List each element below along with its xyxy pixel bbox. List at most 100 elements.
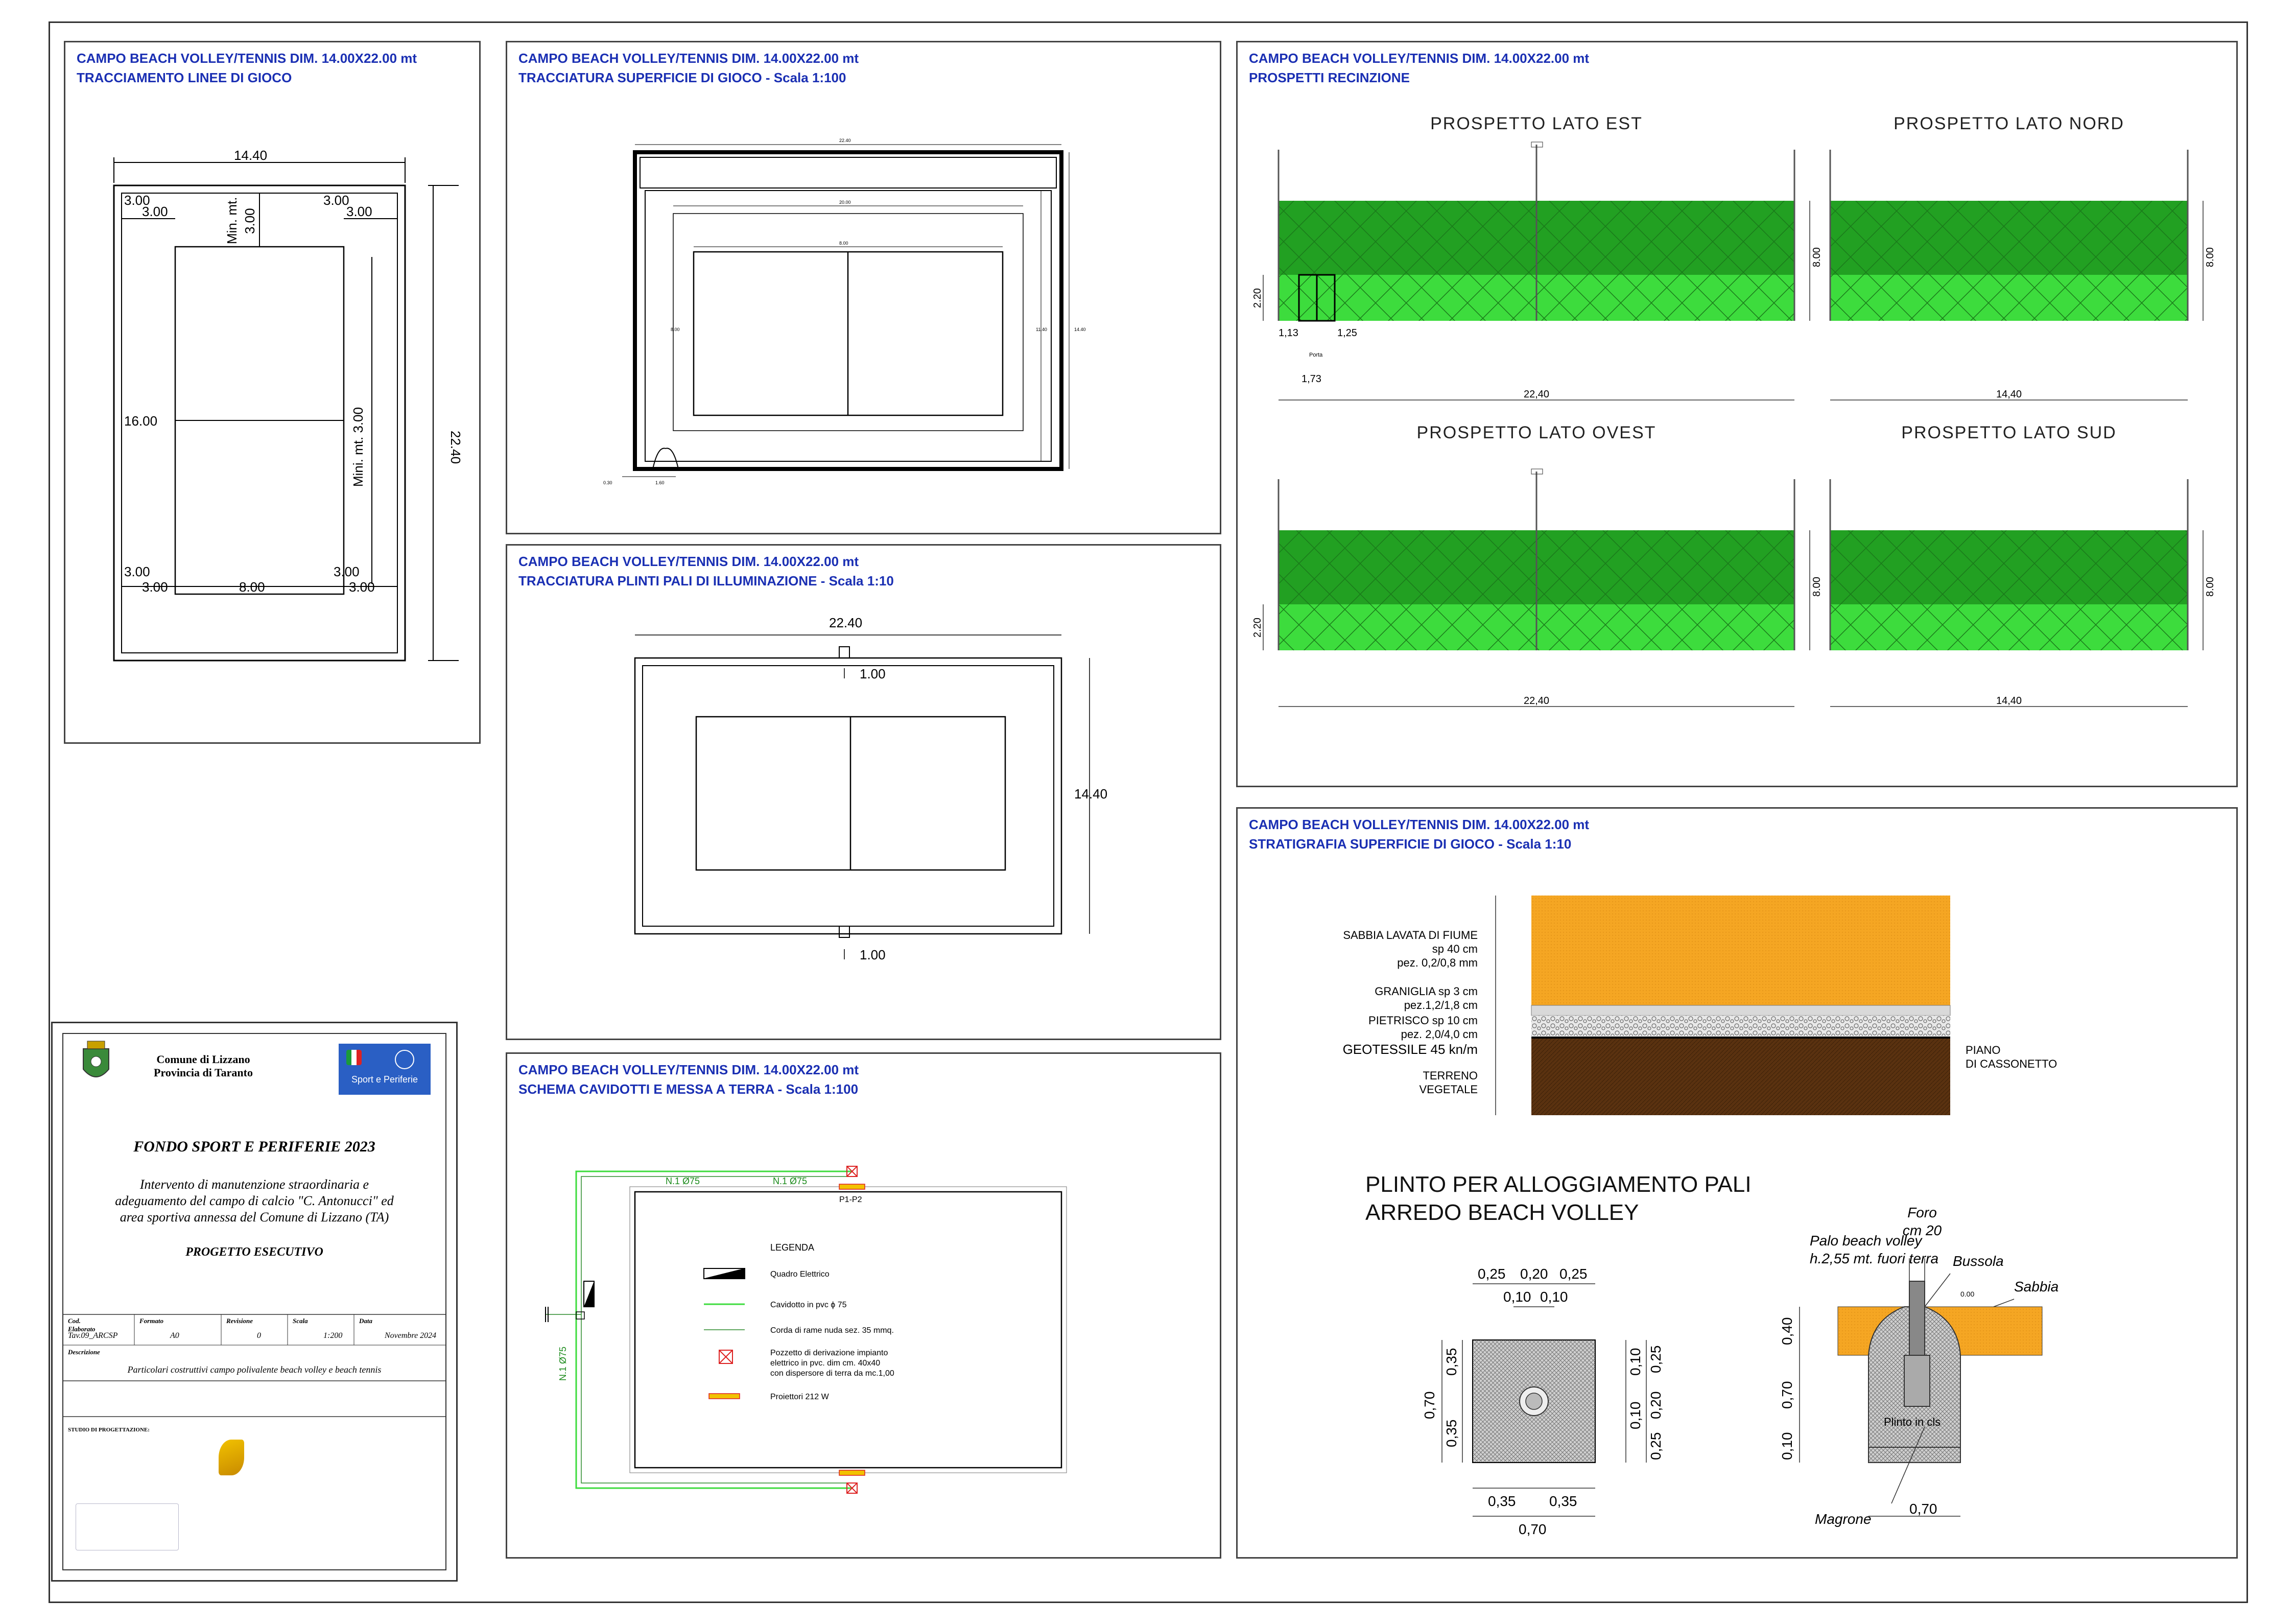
svg-text:Palo beach volley: Palo beach volley: [1810, 1233, 1923, 1249]
conduits-drawing: N.1 Ø75 N.1 Ø75 N.1 Ø75 P1-P2 LEGENDA Qu…: [545, 1166, 1067, 1494]
svg-text:14.40: 14.40: [1074, 327, 1086, 332]
svg-text:20.00: 20.00: [839, 200, 851, 205]
svg-text:GEOTESSILE 45 kn/m: GEOTESSILE 45 kn/m: [1343, 1042, 1478, 1057]
svg-text:0,35: 0,35: [1549, 1493, 1577, 1509]
svg-text:N.1 Ø75: N.1 Ø75: [666, 1176, 700, 1186]
svg-text:PIETRISCO sp 10 cm: PIETRISCO sp 10 cm: [1368, 1014, 1478, 1027]
svg-text:0,40: 0,40: [1779, 1317, 1795, 1346]
legend: LEGENDA Quadro Elettrico Cavidotto in pv…: [703, 1242, 894, 1401]
comune-name: Comune di Lizzano: [156, 1053, 250, 1066]
svg-text:3.00: 3.00: [124, 564, 150, 579]
svg-text:PIANO: PIANO: [1966, 1044, 2000, 1056]
comune-crest-icon: [83, 1041, 109, 1077]
panel-superficie: CAMPO BEACH VOLLEY/TENNIS DIM. 14.00X22.…: [506, 41, 1221, 534]
panel-title: CAMPO BEACH VOLLEY/TENNIS DIM. 14.00X22.…: [1249, 51, 1590, 85]
svg-text:Foro: Foro: [1907, 1205, 1937, 1220]
svg-text:3.00: 3.00: [142, 579, 168, 595]
svg-text:0,70: 0,70: [1519, 1521, 1547, 1537]
svg-text:0,35: 0,35: [1444, 1348, 1459, 1376]
svg-text:2.20: 2.20: [1252, 618, 1263, 638]
sport-periferie-logo: Sport e Periferie: [339, 1044, 431, 1095]
svg-text:1,25: 1,25: [1337, 327, 1357, 339]
svg-text:Pozzetto di derivazione impian: Pozzetto di derivazione impianto: [770, 1349, 888, 1357]
elev-sud-title: PROSPETTO LATO SUD: [1901, 423, 2116, 442]
svg-text:TERRENO: TERRENO: [1423, 1069, 1478, 1082]
stamp: [76, 1503, 179, 1550]
svg-text:3.00: 3.00: [346, 204, 372, 219]
court-layout-drawing: 14.40 22.40 16.00 8.00 3.00 3.00 3.00 3.…: [113, 148, 463, 662]
svg-text:2.20: 2.20: [1252, 288, 1263, 308]
svg-text:8.00: 8.00: [2205, 577, 2216, 597]
dim-inner: 8.00: [239, 579, 265, 595]
svg-text:8.00: 8.00: [1811, 247, 1823, 267]
svg-text:8.00: 8.00: [1811, 577, 1823, 597]
plinto-section: [1799, 1258, 2043, 1517]
svg-text:0.00: 0.00: [1960, 1290, 1974, 1298]
svg-text:Magrone: Magrone: [1815, 1511, 1872, 1527]
elev-nord-title: PROSPETTO LATO NORD: [1894, 114, 2124, 133]
dim-width: 14.40: [234, 148, 267, 163]
svg-text:8.00: 8.00: [671, 327, 680, 332]
pozzetto-icon: [846, 1166, 858, 1494]
projector-icon: [839, 1184, 865, 1190]
svg-text:3.00: 3.00: [142, 204, 168, 219]
svg-text:Mini. mt. 3.00: Mini. mt. 3.00: [350, 407, 366, 487]
svg-text:0,35: 0,35: [1444, 1420, 1459, 1448]
svg-text:3.00: 3.00: [349, 579, 375, 595]
elevation-nord: [1829, 150, 2204, 401]
svg-text:1,13: 1,13: [1279, 327, 1298, 339]
drawing-frame: [49, 21, 2248, 1603]
svg-text:22.40: 22.40: [839, 138, 851, 143]
flag-icon: [346, 1050, 362, 1065]
panel-cavidotti: CAMPO BEACH VOLLEY/TENNIS DIM. 14.00X22.…: [506, 1052, 1221, 1559]
svg-text:Quadro Elettrico: Quadro Elettrico: [770, 1270, 830, 1279]
layers-drawing: SABBIA LAVATA DI FIUME sp 40 cm pez. 0,2…: [1343, 896, 2059, 1537]
svg-text:14,40: 14,40: [1996, 695, 2022, 707]
plinto-plan: [1441, 1283, 1647, 1517]
svg-text:0,10: 0,10: [1540, 1289, 1568, 1305]
projector-icon: [839, 1470, 865, 1476]
svg-text:3.00: 3.00: [124, 193, 150, 208]
panel-title: CAMPO BEACH VOLLEY/TENNIS DIM. 14.00X22.…: [518, 554, 894, 589]
quadro-icon: [583, 1281, 595, 1307]
svg-text:elettrico in pvc. dim cm.: elettrico in pvc. dim cm. 40x40: [770, 1359, 880, 1368]
layer-sand: [1531, 896, 1950, 1005]
descr-label: Descrizione: [68, 1348, 100, 1356]
svg-text:1,73: 1,73: [1302, 373, 1321, 385]
svg-text:con dispersore di terra da mc.: con dispersore di terra da mc.1,00: [770, 1369, 894, 1378]
svg-text:h.2,55 mt. fuori terra: h.2,55 mt. fuori terra: [1810, 1251, 1938, 1266]
svg-text:pez. 0,2/0,8 mm: pez. 0,2/0,8 mm: [1397, 956, 1478, 969]
lighting-foundations-drawing: 22.40 14.40 1.00 1.00: [634, 615, 1107, 962]
svg-text:0,70: 0,70: [1422, 1392, 1437, 1420]
svg-text:N.1 Ø75: N.1 Ø75: [773, 1176, 807, 1186]
svg-text:3.00: 3.00: [242, 208, 257, 234]
svg-text:0,20: 0,20: [1520, 1266, 1548, 1282]
dim-door: 1.60: [655, 480, 665, 485]
svg-text:ARREDO BEACH VOLLEY: ARREDO BEACH VOLLEY: [1365, 1200, 1639, 1225]
layer-graniglia: [1531, 1005, 1951, 1016]
svg-text:cm 20: cm 20: [1903, 1222, 1942, 1238]
panel-plinti: CAMPO BEACH VOLLEY/TENNIS DIM. 14.00X22.…: [506, 544, 1221, 1040]
svg-text:1.00: 1.00: [860, 947, 886, 962]
svg-text:0,25: 0,25: [1648, 1346, 1664, 1374]
layer-soil: [1531, 1039, 1950, 1115]
svg-text:DI CASSONETTO: DI CASSONETTO: [1966, 1057, 2057, 1070]
panel-title: CAMPO BEACH VOLLEY/TENNIS DIM. 14.00X22.…: [518, 51, 859, 85]
svg-text:GRANIGLIA sp 3 cm: GRANIGLIA sp 3 cm: [1375, 985, 1478, 998]
svg-text:Proiettori 212 W: Proiettori 212 W: [770, 1393, 830, 1401]
svg-text:0,35: 0,35: [1488, 1493, 1516, 1509]
svg-text:22,40: 22,40: [1524, 695, 1549, 707]
svg-text:VEGETALE: VEGETALE: [1419, 1083, 1478, 1096]
panel-stratigrafia: CAMPO BEACH VOLLEY/TENNIS DIM. 14.00X22.…: [1236, 807, 2238, 1559]
panel-prospetti: CAMPO BEACH VOLLEY/TENNIS DIM. 14.00X22.…: [1236, 41, 2238, 787]
svg-text:Sabbia: Sabbia: [2014, 1279, 2059, 1295]
provincia-name: Provincia di Taranto: [154, 1066, 253, 1079]
fondo-title: FONDO SPORT E PERIFERIE 2023: [133, 1138, 375, 1155]
svg-text:Plinto in cls: Plinto in cls: [1884, 1416, 1941, 1428]
svg-text:0,25: 0,25: [1648, 1432, 1664, 1461]
surface-drawing: 22.40 20.00 8.00 8.00 11.40 14.40 1.60 0…: [603, 138, 1086, 485]
svg-text:0,10: 0,10: [1627, 1348, 1643, 1376]
svg-text:0,10: 0,10: [1627, 1402, 1643, 1430]
svg-text:1.00: 1.00: [860, 666, 886, 681]
elevation-sud: [1829, 479, 2204, 707]
